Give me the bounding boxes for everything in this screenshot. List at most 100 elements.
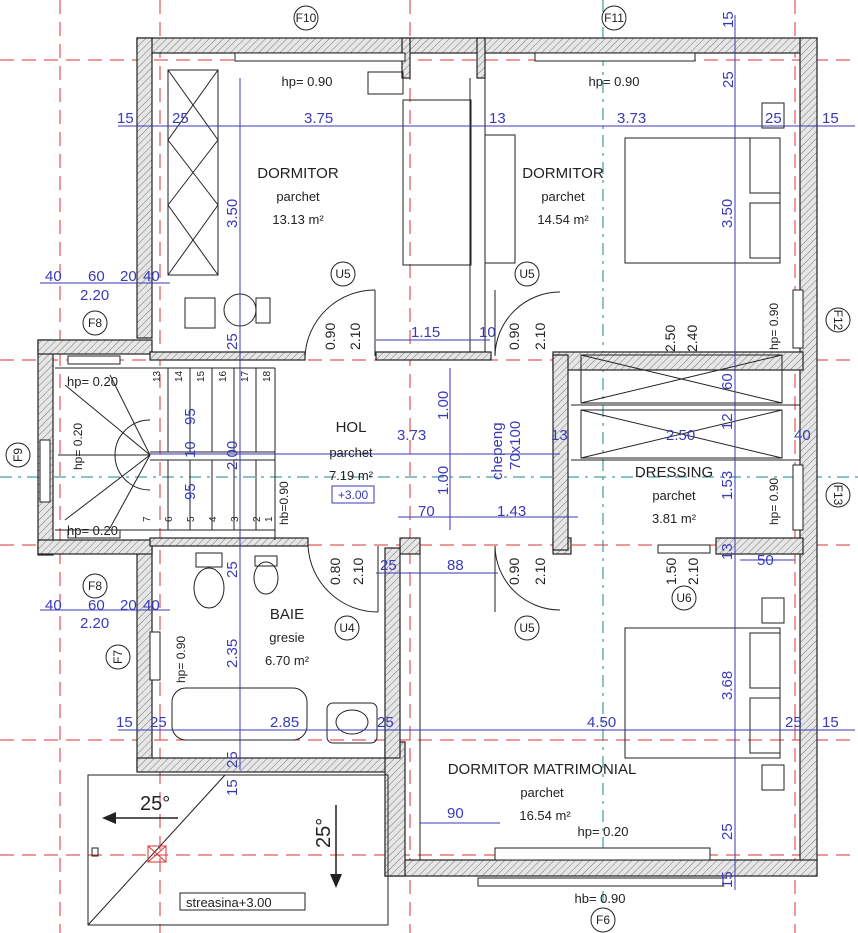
roof-slope-a: 25°: [140, 793, 170, 815]
dim-row1-373: 3.73: [617, 110, 646, 127]
grid-bubbles: F10 F11 F12 F13 F9 F8 F8 F7 F6 U5 U5 U5 …: [5, 5, 851, 933]
bubble-f13: F13: [831, 485, 845, 506]
bubble-f9: F9: [11, 448, 25, 462]
wh-right-lower: hp= 0.90: [767, 478, 781, 525]
dim-row2-285: 2.85: [270, 714, 299, 731]
wh-stair-inner: hb=0.90: [277, 481, 291, 525]
roof-eave: streasina+3.00: [186, 895, 272, 910]
dim-dress-40: 40: [794, 427, 811, 444]
dimension-lines: [40, 15, 855, 890]
dim-s-40b: 40: [143, 268, 160, 285]
wh-top-right: hp= 0.90: [589, 74, 640, 89]
dim-door-090b: 0.90: [506, 323, 522, 350]
dim-dress-250: 2.50: [666, 427, 695, 444]
dim-row2-25a: 25: [150, 714, 167, 731]
dim-door-090c: 0.90: [506, 558, 522, 585]
dim-row1-25b: 25: [765, 110, 782, 127]
room-hol-floor: parchet: [329, 445, 373, 460]
wh-stair-top: hp= 0.20: [67, 374, 118, 389]
dim-mid-115: 1.15: [411, 324, 440, 341]
wh-bottom: hb= 0.90: [575, 891, 626, 906]
bubble-f6: F6: [596, 913, 610, 927]
dim-d-25: 25: [380, 557, 397, 574]
room-hol-level: +3.00: [338, 488, 369, 502]
stair-step-number: 18: [262, 370, 273, 382]
dim-stair-95a: 95: [182, 408, 199, 425]
dim-row2-25b: 25: [377, 714, 394, 731]
stair-step-number: 6: [164, 516, 175, 522]
dim-door-150: 1.50: [663, 558, 679, 585]
bubble-f8-top: F8: [88, 316, 102, 330]
dim-v-350-right: 3.50: [719, 199, 736, 228]
dim-v-153: 1.53: [719, 471, 736, 500]
dim-d-88: 88: [447, 557, 464, 574]
dim-stair-10: 10: [182, 441, 199, 458]
stair-step-number: 16: [218, 370, 229, 382]
room-hol-name: HOL: [336, 419, 367, 436]
interior-walls: [149, 37, 804, 860]
dim-stair-95b: 95: [182, 483, 199, 500]
stair-step-number: 14: [174, 370, 185, 382]
bubble-u5-low-right: U5: [519, 621, 535, 635]
bubble-u5-left: U5: [335, 267, 351, 281]
dim-door-210d: 2.10: [350, 558, 366, 585]
dim-door-210a: 2.10: [347, 323, 363, 350]
room-dressing-floor: parchet: [652, 488, 696, 503]
bubble-f11: F11: [604, 11, 624, 25]
room-dressing-name: DRESSING: [635, 464, 713, 481]
bubble-u6: U6: [676, 591, 692, 605]
wh-right-upper: hp= 0.90: [767, 303, 781, 350]
room-dressing-area: 3.81 m²: [652, 511, 697, 526]
dim-row2-15a: 15: [116, 714, 133, 731]
room-dormitor-left-area: 13.13 m²: [272, 212, 324, 227]
dim-row1-25a: 25: [172, 110, 189, 127]
dim-door-210e: 2.10: [532, 558, 548, 585]
stairs: [55, 367, 276, 540]
roof-labels: 25° 25° streasina+3.00: [140, 793, 335, 910]
room-dormitor-left-floor: parchet: [276, 189, 320, 204]
roof-area: [87, 774, 389, 926]
bubble-f7: F7: [111, 650, 125, 664]
windows: [39, 52, 804, 887]
dim-v-25-low: 25: [224, 751, 241, 768]
stair-step-number: 2: [252, 516, 263, 522]
stair-step-number: 13: [152, 370, 163, 382]
dim-door-090a: 0.90: [322, 323, 338, 350]
dim-hol-13: 13: [551, 427, 568, 444]
wh-baie: hp= 0.90: [174, 636, 188, 683]
dim-door-080: 0.80: [327, 558, 343, 585]
dim-s2-40: 40: [45, 597, 62, 614]
dim-s-20: 20: [120, 268, 137, 285]
room-baie-area: 6.70 m²: [265, 653, 310, 668]
dim-door-210b: 2.10: [532, 323, 548, 350]
dim-row1-13: 13: [489, 110, 506, 127]
stair-step-number: 7: [142, 516, 153, 522]
bubble-u4: U4: [339, 621, 355, 635]
dim-v-240: 2.40: [684, 325, 700, 352]
room-matrimonial-area: 16.54 m²: [519, 808, 571, 823]
wh-matrimonial: hp= 0.20: [578, 824, 629, 839]
room-dormitor-right-floor: parchet: [541, 189, 585, 204]
dim-s2-60: 60: [88, 597, 105, 614]
window-height-labels: hp= 0.90 hp= 0.90 hp= 0.20 hp= 0.20 hp= …: [67, 74, 781, 906]
dim-row2-450: 4.50: [587, 714, 616, 731]
wh-stair-mid: hp= 0.20: [71, 423, 85, 470]
room-matrimonial-floor: parchet: [520, 785, 564, 800]
room-matrimonial-name: DORMITOR MATRIMONIAL: [448, 761, 637, 778]
dim-row2-25c: 25: [785, 714, 802, 731]
bubble-f12: F12: [831, 310, 845, 331]
dim-v-25-baie: 25: [224, 561, 241, 578]
dim-m-90: 90: [447, 805, 464, 822]
stair-step-number: 3: [230, 516, 241, 522]
wh-stair-bottom: hp= 0.20: [67, 523, 118, 538]
wh-top-left: hp= 0.90: [282, 74, 333, 89]
dim-mid-10: 10: [479, 324, 496, 341]
room-hol-area: 7.19 m²: [329, 468, 374, 483]
dim-d-143: 1.43: [497, 503, 526, 520]
dim-hol-373: 3.73: [397, 427, 426, 444]
dim-d-50: 50: [757, 552, 774, 569]
doors: [304, 289, 561, 613]
dim-s-40: 40: [45, 268, 62, 285]
